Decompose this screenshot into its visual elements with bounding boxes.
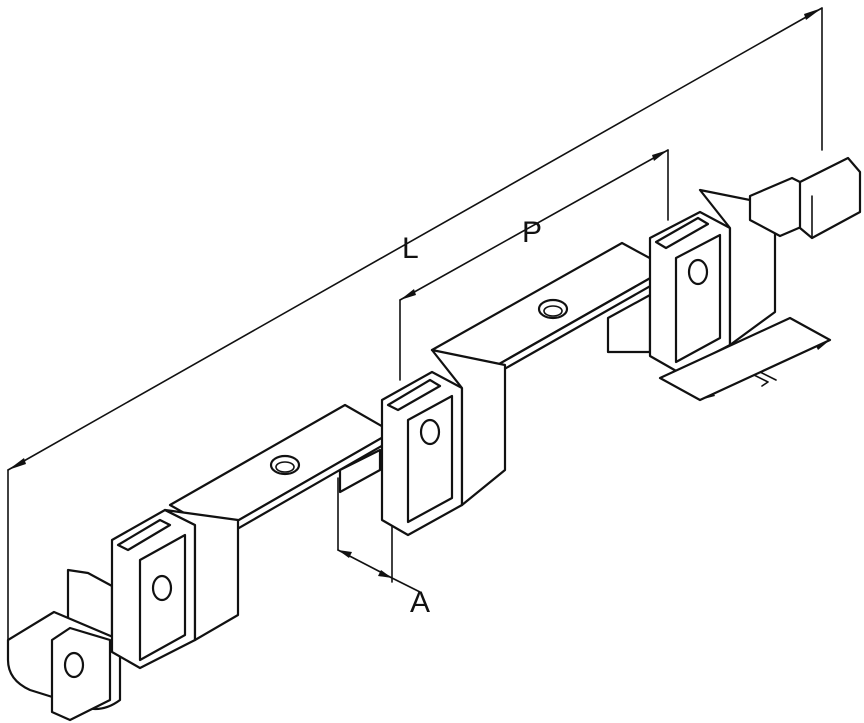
clamp-2-lower-bracket [338, 448, 382, 494]
dim-l-arrow-right [804, 8, 822, 20]
clamp-1-screw [151, 574, 173, 602]
dimension-l: L [7, 7, 823, 641]
dim-p-arrow-right [652, 150, 668, 161]
clamp-1-tab [116, 518, 172, 552]
dim-l-label: L [402, 232, 419, 265]
clamp-3-screw [687, 258, 709, 286]
bus-strip-1-hole [269, 454, 301, 476]
dimension-p: P [399, 149, 669, 381]
clamp-1-window [138, 533, 187, 662]
dim-l-arrow-left [8, 458, 26, 470]
clamp-3 [606, 188, 832, 402]
clamp-2-side [430, 348, 507, 507]
clamp-3-base [658, 316, 832, 402]
bus-strip-2-hole [537, 298, 569, 320]
clamp-2-window [406, 394, 454, 524]
clamp-3-tab [654, 216, 710, 250]
clamp-2 [338, 348, 507, 537]
bus-strip-1-hole-inner [275, 461, 295, 473]
dim-p-arrow-left [400, 289, 416, 300]
clamp-1 [6, 508, 240, 722]
clamp-2-tab [386, 378, 442, 412]
dim-a-label: A [410, 586, 430, 619]
dim-a-arrow-left [338, 550, 352, 558]
dim-p-line [399, 149, 669, 301]
end-connector [748, 156, 862, 240]
dim-a-leader [391, 577, 421, 593]
clamp-1-side [163, 508, 240, 642]
dim-p-label: P [522, 216, 542, 249]
clamp-2-screw [419, 418, 441, 446]
clamp-3-window [674, 233, 722, 364]
clamp-1-terminal-hole [63, 651, 85, 679]
dim-l-line [7, 7, 823, 471]
dim-a-arrow-right [378, 570, 392, 578]
bus-strip-2-hole-inner [543, 305, 563, 317]
end-connector-plug [798, 156, 862, 240]
